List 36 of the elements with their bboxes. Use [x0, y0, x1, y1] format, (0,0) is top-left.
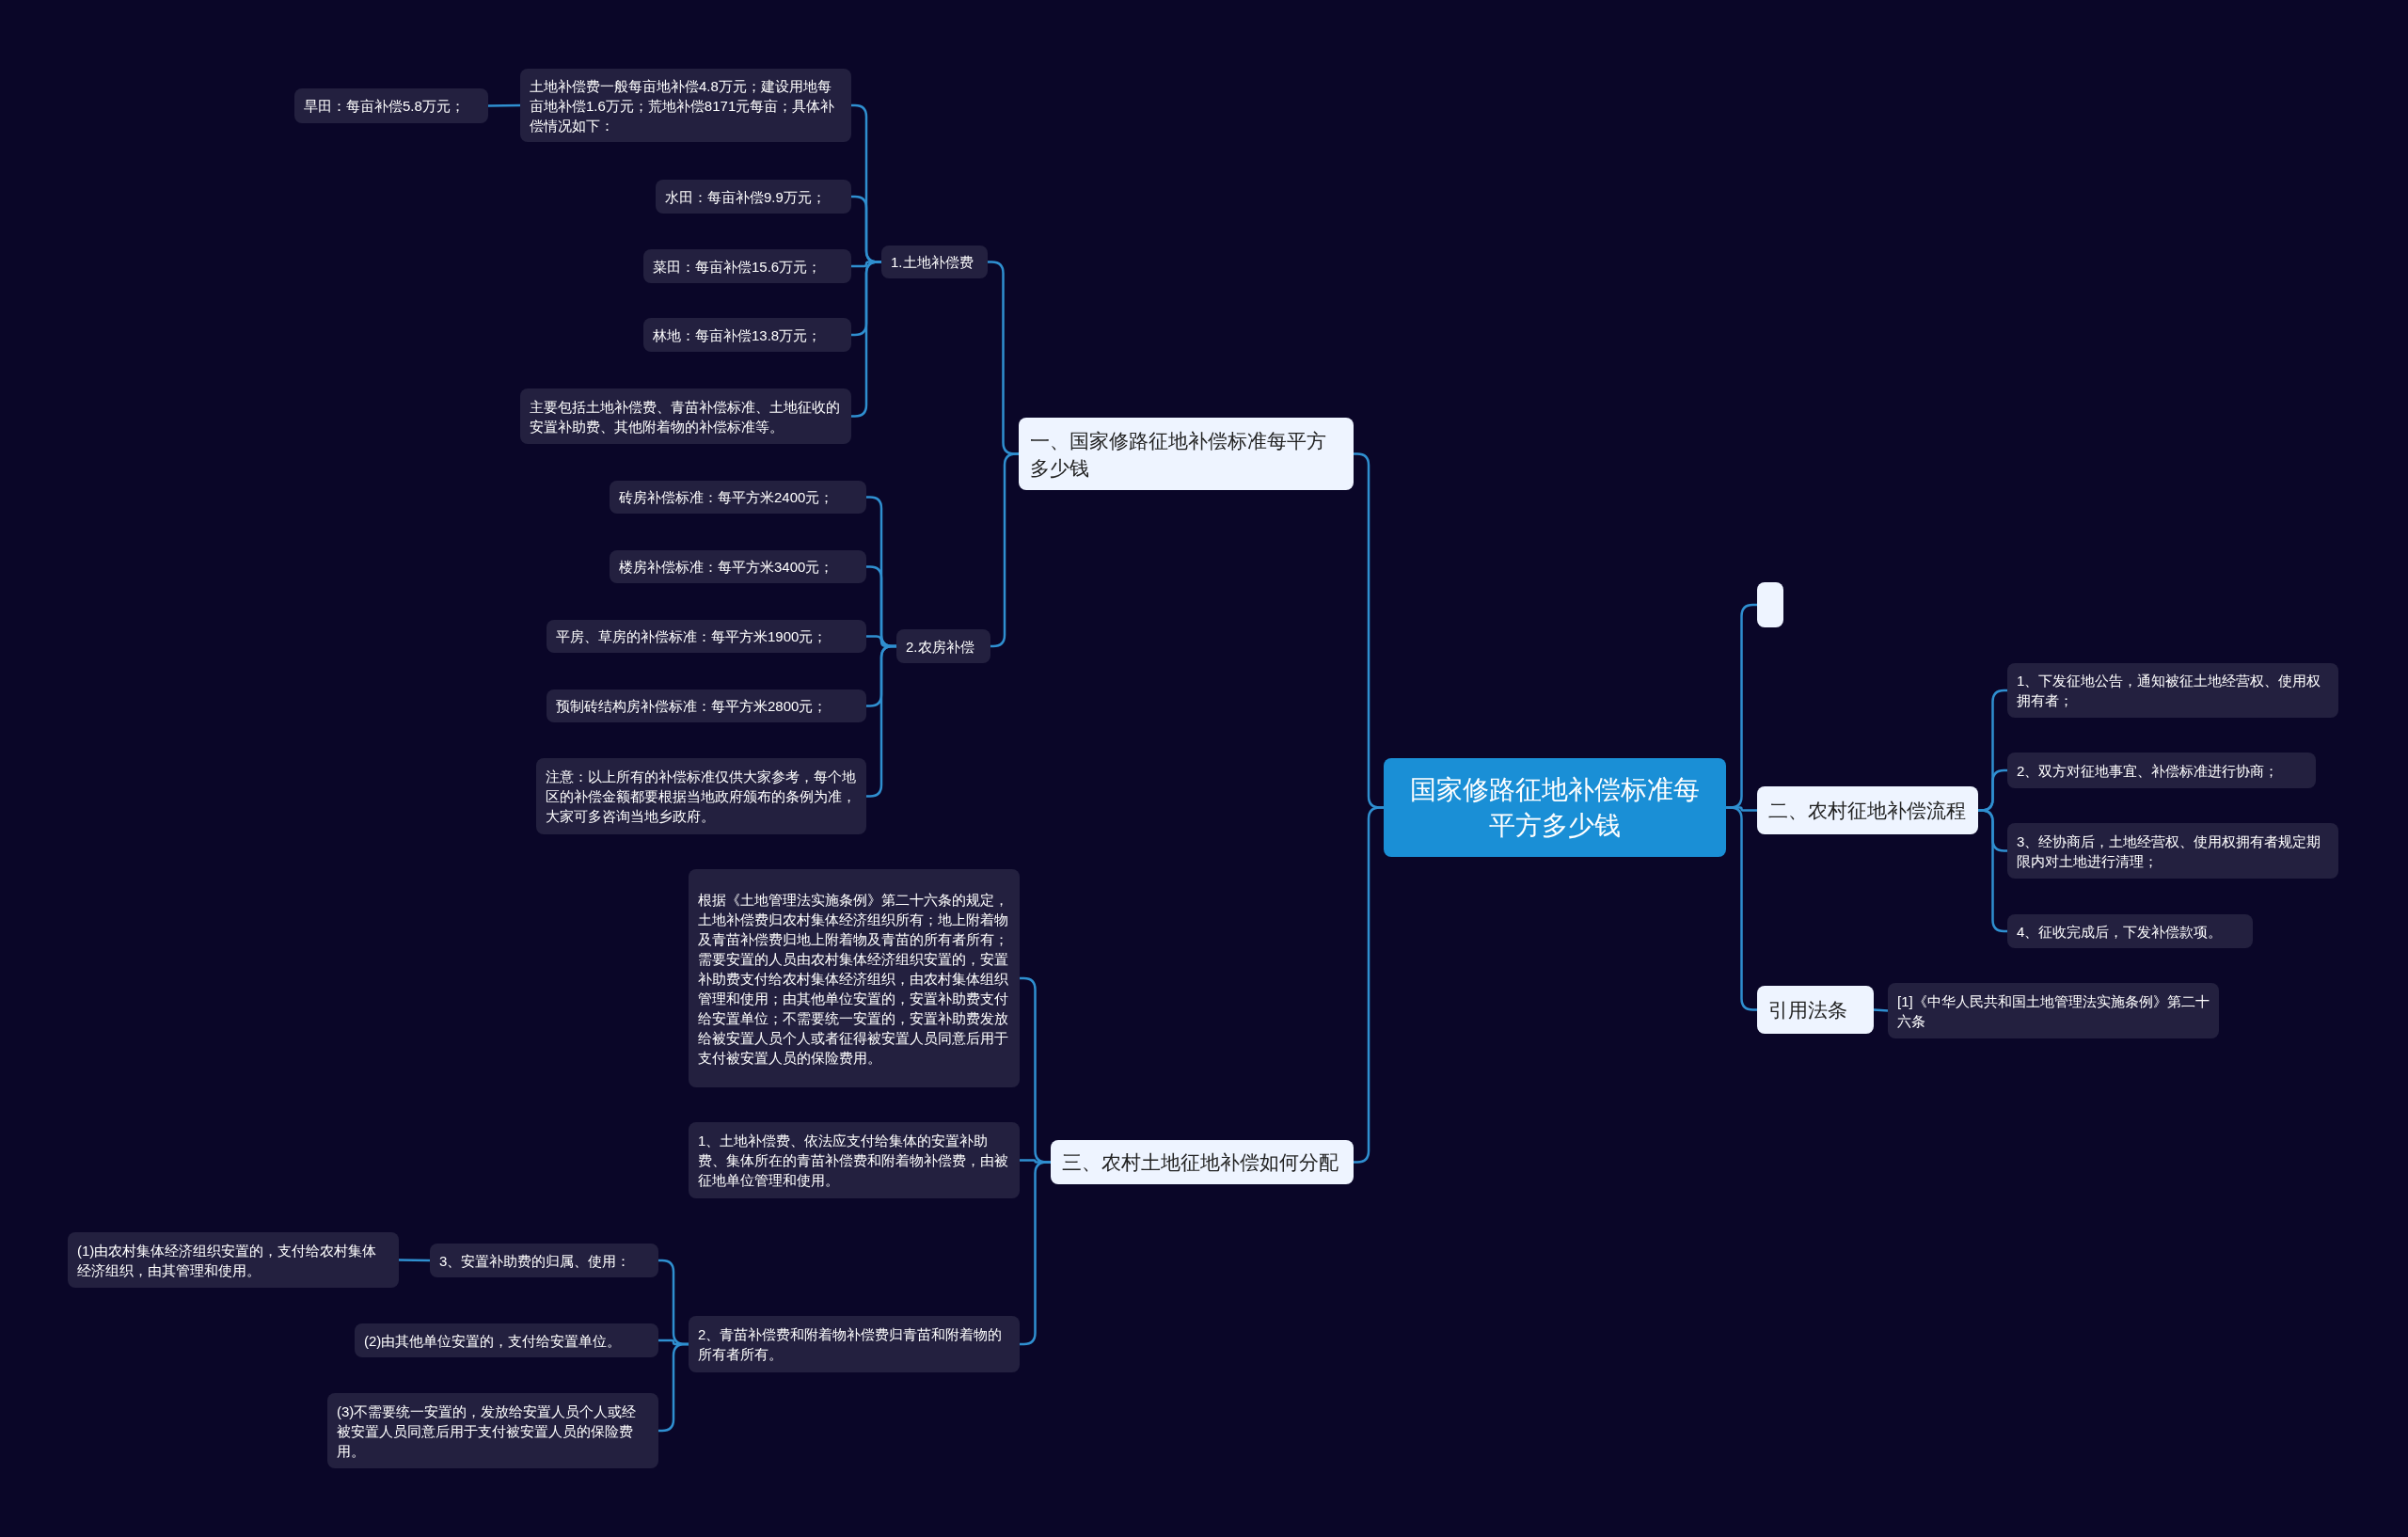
- subtopic-box: 4、征收完成后，下发补偿款项。: [2007, 914, 2253, 948]
- subtopic-box: 3、经协商后，土地经营权、使用权拥有者规定期限内对土地进行清理；: [2007, 823, 2338, 879]
- subtopic-box: 主要包括土地补偿费、青苗补偿标准、土地征收的安置补助费、其他附着物的补偿标准等。: [520, 388, 851, 444]
- topic-box: 二、农村征地补偿流程: [1757, 786, 1978, 834]
- central-topic: 国家修路征地补偿标准每平方多少钱: [1384, 758, 1726, 857]
- subtopic-box: 预制砖结构房补偿标准：每平方米2800元；: [547, 689, 866, 722]
- connector-line: [399, 1259, 430, 1262]
- connector-line: [1873, 1008, 1889, 1012]
- subtopic-box: 1.土地补偿费: [881, 246, 988, 278]
- subtopic-box: 1、下发征地公告，通知被征土地经营权、使用权拥有者；: [2007, 663, 2338, 718]
- empty-box: [1757, 582, 1783, 627]
- topic-box: 一、国家修路征地补偿标准每平方多少钱: [1019, 418, 1354, 490]
- subtopic-box: 根据《土地管理法实施条例》第二十六条的规定，土地补偿费归农村集体经济组织所有；地上附着物及青苗补偿费归地上附着物及青苗的所有者所有；需要安置的人员由农村集体经济组织安置的，安置补助费支付给农村集体经济组织，由农村集体组织管理和使用；由其他单位安置的，安置补助费支付给安置单位；不需要统一安置的，安置补助费发放给被安置人员个人或者征得被安置人员同意后用于支付被安置人员的保险费用。: [689, 869, 1020, 1087]
- subtopic-box: 1、土地补偿费、依法应支付给集体的安置补助费、集体所在的青苗补偿费和附着物补偿费，由被征地单位管理和使用。: [689, 1122, 1020, 1198]
- subtopic-box: 3、安置补助费的归属、使用：: [430, 1244, 658, 1277]
- subtopic-box: 平房、草房的补偿标准：每平方米1900元；: [547, 620, 866, 653]
- subtopic-box: 菜田：每亩补偿15.6万元；: [643, 249, 851, 283]
- topic-box: 三、农村土地征地补偿如何分配: [1051, 1140, 1354, 1184]
- subtopic-box: 2.农房补偿: [896, 629, 990, 663]
- subtopic-box: 砖房补偿标准：每平方米2400元；: [610, 481, 866, 514]
- topic-box: 引用法条: [1757, 986, 1874, 1034]
- subtopic-box: [1]《中华人民共和国土地管理法实施条例》第二十六条: [1888, 983, 2219, 1038]
- subtopic-box: 2、双方对征地事宜、补偿标准进行协商；: [2007, 753, 2316, 788]
- connector-line: [990, 452, 1019, 648]
- subtopic-box: 注意：以上所有的补偿标准仅供大家参考，每个地区的补偿金额都要根据当地政府颁布的条例为准，大家可多咨询当地乡政府。: [536, 758, 866, 834]
- subtopic-box: 林地：每亩补偿13.8万元；: [643, 318, 851, 352]
- subtopic-box: (3)不需要统一安置的，发放给安置人员个人或经被安置人员同意后用于支付被安置人员的保险费用。: [327, 1393, 658, 1468]
- connector-line: [1354, 806, 1384, 1164]
- subtopic-box: 水田：每亩补偿9.9万元；: [656, 180, 851, 214]
- subtopic-box: (2)由其他单位安置的，支付给安置单位。: [355, 1323, 658, 1357]
- connector-line: [488, 103, 520, 107]
- subtopic-box: 2、青苗补偿费和附着物补偿费归青苗和附着物的所有者所有。: [689, 1316, 1020, 1372]
- subtopic-box: (1)由农村集体经济组织安置的，支付给农村集体经济组织，由其管理和使用。: [68, 1232, 399, 1288]
- subtopic-box: 旱田：每亩补偿5.8万元；: [294, 88, 488, 123]
- subtopic-box: 楼房补偿标准：每平方米3400元；: [610, 550, 866, 583]
- subtopic-box: 土地补偿费一般每亩地补偿4.8万元；建设用地每亩地补偿1.6万元；荒地补偿8171元每亩；具体补偿情况如下：: [520, 69, 851, 142]
